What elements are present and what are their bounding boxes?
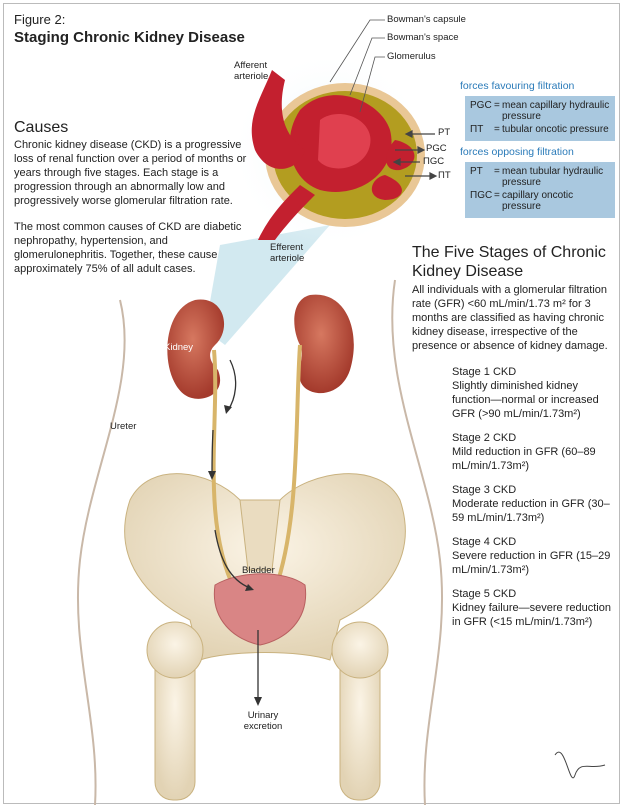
glomerulus-label: Glomerulus [387, 51, 436, 62]
bladder-label: Bladder [242, 565, 275, 576]
urinary-excretion-label: Urinary excretion [243, 710, 283, 732]
stages-section: The Five Stages of Chronic Kidney Diseas… [412, 243, 617, 639]
stage-description: Mild reduction in GFR (60–89 mL/min/1.73… [452, 446, 596, 472]
stages-heading: The Five Stages of Chronic Kidney Diseas… [412, 244, 606, 280]
pelvis-graphic [124, 473, 406, 801]
glomerulus-graphic [265, 83, 425, 227]
stage-name: Stage 4 CKD [452, 536, 517, 548]
efferent-arteriole-graphic [258, 185, 315, 240]
equals: = [494, 190, 500, 201]
stage-name: Stage 1 CKD [452, 366, 517, 378]
magnify-beam [205, 225, 330, 345]
figure-label: Figure 2: [14, 12, 66, 27]
stage-item: Stage 4 CKD Severe reduction in GFR (15–2… [452, 535, 617, 577]
pigc-label: ΠGC [423, 156, 445, 167]
stage-item: Stage 5 CKD Kidney failure—severe reducti… [452, 587, 617, 629]
left-kidney-graphic [167, 299, 225, 399]
bowmans-space-label: Bowman's space [387, 32, 459, 43]
efferent-arteriole-label: Efferent arteriole [270, 242, 305, 264]
kidney-label: Kidney [164, 342, 194, 353]
definition: mean tubular hydraulic pressure [502, 166, 604, 188]
symbol: ΠGC [470, 190, 493, 201]
definition: capillary oncotic pressure [502, 190, 574, 212]
opposing-box: PT=mean tubular hydraulic pressure ΠGC=c… [465, 162, 615, 218]
favouring-heading: forces favouring filtration [460, 80, 575, 92]
ureter-label: Ureter [110, 421, 137, 432]
afferent-arteriole-label: Afferent arteriole [234, 60, 269, 82]
stage-description: Slightly diminished kidney function—norm… [452, 380, 599, 420]
definition: mean capillary hydraulic pressure [502, 100, 610, 122]
afferent-arteriole-graphic [251, 70, 305, 169]
opposing-row: PT =mean tubular hydraulic pressure [470, 166, 610, 188]
stage-description: Moderate reduction in GFR (30–59 mL/min/… [452, 498, 610, 524]
symbol: ΠT [470, 124, 484, 135]
causes-paragraph-2: The most common causes of CKD are diabet… [14, 221, 242, 275]
causes-paragraph-1: Chronic kidney disease (CKD) is a progre… [14, 139, 247, 207]
stage-description: Severe reduction in GFR (15–29 mL/min/1.… [452, 550, 611, 576]
signature-graphic [554, 751, 606, 779]
body-outline [76, 279, 444, 806]
symbol: PGC [470, 100, 492, 111]
equals: = [494, 166, 500, 177]
stage-item: Stage 1 CKD Slightly diminished kidney fu… [452, 365, 617, 421]
figure-frame [3, 3, 620, 804]
causes-heading: Causes [14, 119, 69, 136]
bladder-graphic [213, 573, 307, 646]
stage-name: Stage 2 CKD [452, 432, 517, 444]
pit-label: ΠT [438, 170, 451, 181]
bowmans-capsule-label: Bowman's capsule [387, 14, 466, 25]
symbol: PT [470, 166, 483, 177]
equals: = [494, 100, 500, 111]
pgc-label: PGC [426, 143, 447, 154]
stage-item: Stage 3 CKD Moderate reduction in GFR (30… [452, 483, 617, 525]
stage-description: Kidney failure—severe reduction in GFR (… [452, 602, 611, 628]
opposing-row: ΠGC=capillary oncotic pressure [470, 190, 610, 212]
causes-section: Causes Chronic kidney disease (CKD) is a… [14, 118, 249, 276]
favouring-box: PGC=mean capillary hydraulic pressure ΠT… [465, 96, 615, 141]
opposing-heading: forces opposing filtration [460, 146, 574, 158]
stage-name: Stage 5 CKD [452, 588, 517, 600]
stage-name: Stage 3 CKD [452, 484, 517, 496]
right-kidney-graphic [294, 294, 354, 394]
favouring-row: PGC=mean capillary hydraulic pressure [470, 100, 610, 122]
stages-intro: All individuals with a glomerular filtra… [412, 284, 608, 352]
equals: = [494, 124, 500, 135]
pt-label: PT [438, 127, 451, 138]
filtration-forces-panel: forces favouring filtration PGC=mean cap… [460, 80, 617, 223]
stage-list: Stage 1 CKD Slightly diminished kidney fu… [412, 365, 617, 639]
stage-item: Stage 2 CKD Mild reduction in GFR (60–89 … [452, 431, 617, 473]
figure-title: Staging Chronic Kidney Disease [14, 29, 245, 46]
definition: tubular oncotic pressure [502, 124, 609, 135]
favouring-row: ΠT =tubular oncotic pressure [470, 124, 610, 135]
